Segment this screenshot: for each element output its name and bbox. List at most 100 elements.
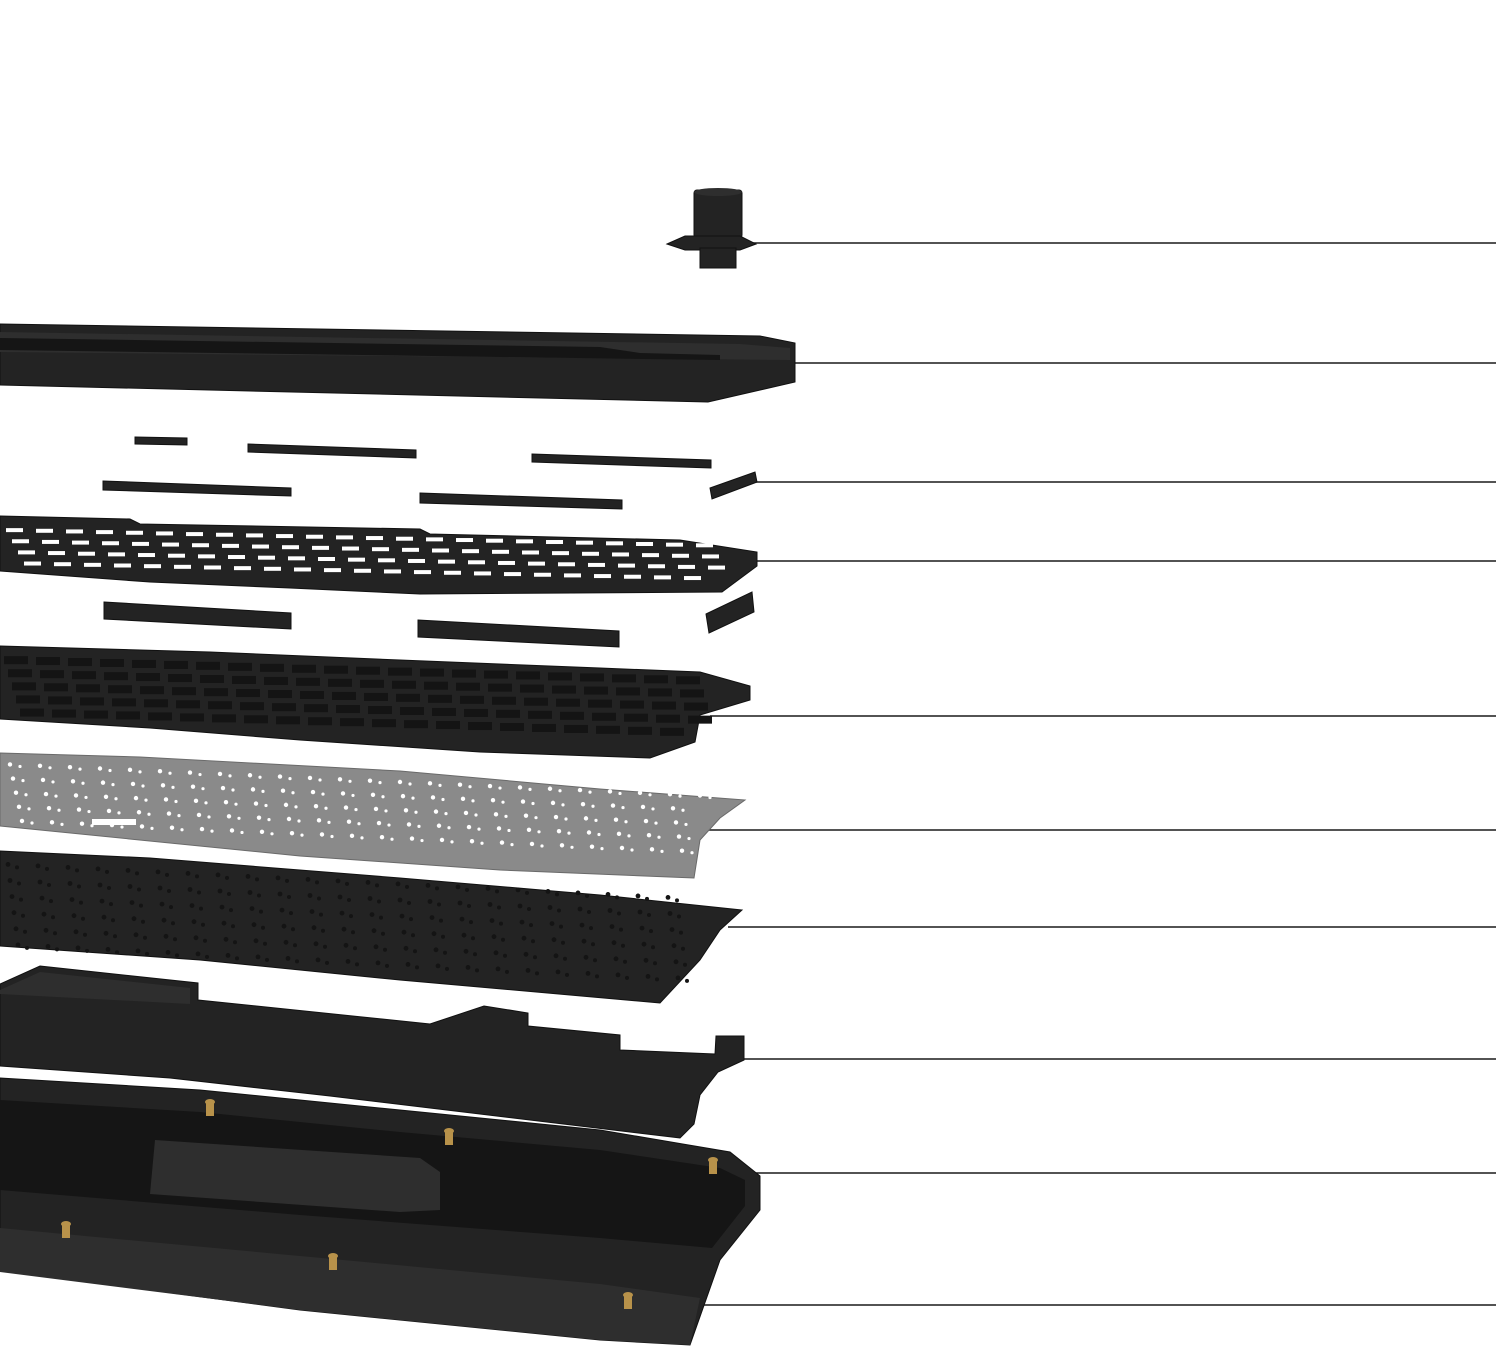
foam-hole <box>349 914 353 919</box>
pcb-socket <box>70 779 76 784</box>
foam-cell <box>164 660 188 669</box>
pcb-socket <box>229 828 235 833</box>
foam-cell <box>52 709 76 718</box>
pcb-socket <box>681 808 685 812</box>
pcb-socket <box>510 842 514 847</box>
foam-hole <box>249 906 255 911</box>
foam-cell <box>564 724 588 733</box>
foam-hole <box>525 968 531 973</box>
foam-hole <box>585 971 591 976</box>
foam-cell <box>468 722 492 731</box>
pcb-socket <box>190 784 196 789</box>
plate-cutout <box>684 576 701 581</box>
plate-cutout <box>546 540 563 545</box>
foam-hole <box>69 897 75 902</box>
plate-cutout <box>18 550 35 555</box>
foam-hole <box>217 888 223 894</box>
pcb-socket <box>54 794 58 798</box>
pcb-socket <box>427 781 433 786</box>
pcb-socket <box>79 821 85 826</box>
foam-hole <box>403 945 409 951</box>
foam-hole <box>675 898 679 903</box>
plate-cutout <box>288 556 305 561</box>
foam-hole <box>9 894 15 899</box>
foam-cell <box>204 688 228 697</box>
foam-hole <box>315 957 321 963</box>
foam-hole <box>679 930 683 935</box>
foam-hole <box>671 943 677 949</box>
plate-foam-cells <box>4 656 712 736</box>
foam-hole <box>185 871 191 876</box>
pcb-socket <box>240 830 244 835</box>
foam-hole <box>67 881 73 886</box>
foam-hole <box>15 865 19 870</box>
foam-hole <box>465 887 469 892</box>
top-case-opening <box>0 338 720 360</box>
pcb-socket <box>13 790 19 795</box>
pcb-socket <box>166 811 172 816</box>
foam-cell <box>196 661 220 670</box>
case-foam <box>0 965 745 1139</box>
pcb-socket <box>618 791 622 796</box>
foam-cell <box>236 689 260 698</box>
foam-cell <box>36 657 60 666</box>
pcb-socket <box>559 843 565 848</box>
foam-hole <box>229 908 233 913</box>
foam-hole <box>225 875 229 880</box>
case-foam-top <box>0 972 190 1004</box>
pcb-socket <box>460 796 466 802</box>
foam-hole <box>411 933 415 938</box>
pcb-socket <box>201 787 205 791</box>
top-case <box>0 323 796 403</box>
plate-cutout <box>468 560 485 565</box>
plate-cutout <box>108 552 125 557</box>
pcb-foam-holes <box>5 862 689 983</box>
gasket-strip <box>531 453 712 469</box>
foam-hole <box>669 927 675 932</box>
foam-hole <box>457 900 463 906</box>
foam-hole <box>495 966 501 972</box>
pcb-socket <box>250 787 256 792</box>
pcb-socket <box>108 768 112 773</box>
foam-hole <box>565 972 569 977</box>
pcb-socket <box>441 797 445 802</box>
foam-hole <box>369 912 375 917</box>
foam-hole <box>621 943 625 948</box>
plate-cutout <box>66 529 83 534</box>
foam-hole <box>195 951 201 957</box>
foam-hole <box>53 931 57 936</box>
foam-hole <box>287 895 291 899</box>
pcb-socket <box>43 791 49 797</box>
foam-hole <box>103 930 109 936</box>
foam-cell <box>388 667 412 676</box>
foam-hole <box>193 935 199 941</box>
foam-hole <box>639 925 645 931</box>
foam-hole <box>617 911 621 916</box>
foam-cell <box>580 673 604 682</box>
foam-cell <box>272 703 296 712</box>
foam-cell <box>136 673 160 682</box>
plate-cutout <box>516 539 533 544</box>
foam-hole <box>165 872 169 877</box>
foam-hole <box>171 921 175 926</box>
pcb-socket <box>558 789 562 793</box>
brass-standoff-top <box>205 1099 215 1105</box>
foam-hole <box>107 886 111 890</box>
foam-hole <box>459 916 465 922</box>
foam-cell <box>392 680 416 689</box>
plate-cutout <box>54 562 71 567</box>
foam-hole <box>77 884 81 889</box>
foam-cell <box>360 679 384 688</box>
plate-cutout <box>426 537 443 542</box>
foam-hole <box>563 956 567 961</box>
plate-cutout <box>636 541 653 546</box>
pcb-socket <box>187 770 193 775</box>
foam-hole <box>283 939 289 945</box>
foam-hole <box>377 899 381 904</box>
pcb-socket <box>316 818 322 823</box>
lower-gaskets <box>103 591 755 648</box>
foam-hole <box>413 949 417 954</box>
pcb-socket <box>567 831 571 835</box>
foam-hole <box>289 911 293 916</box>
pcb-socket <box>307 775 313 781</box>
